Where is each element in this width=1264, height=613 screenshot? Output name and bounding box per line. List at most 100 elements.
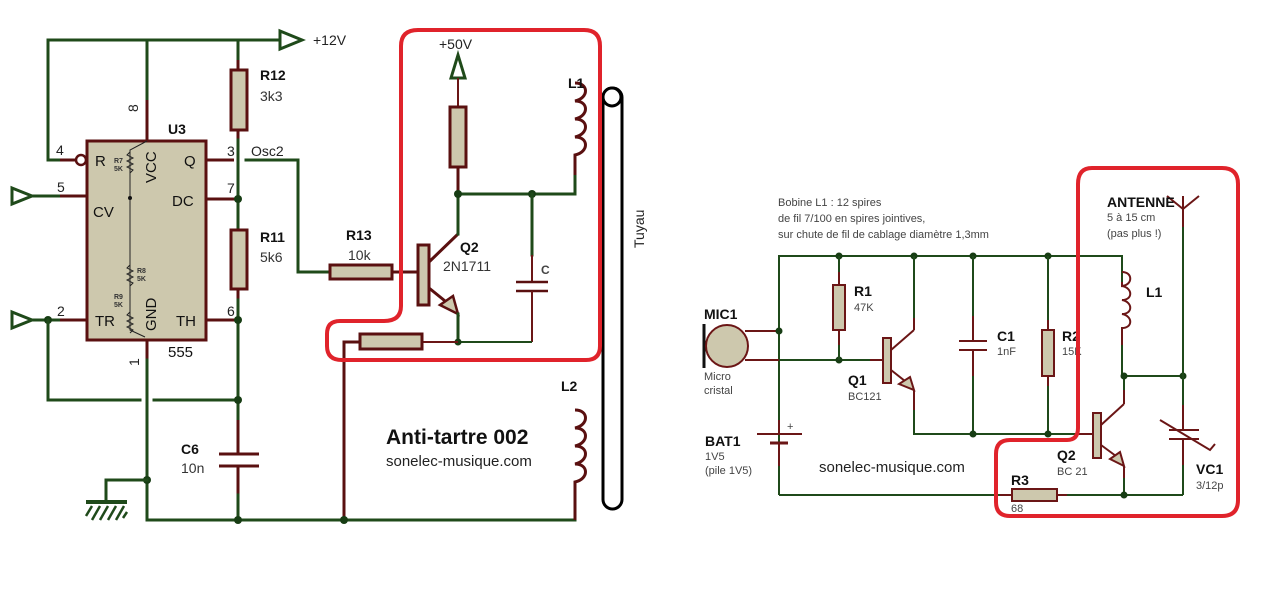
highlight-box-left <box>325 28 602 362</box>
coil-note-line-2: de fil 7/100 en spires jointives, <box>778 213 925 225</box>
junction <box>1044 430 1052 438</box>
r9-val: 5K <box>114 302 123 309</box>
q2-base-bar <box>1092 412 1102 459</box>
u3-type: 555 <box>168 344 193 361</box>
coil-note-line-1: Bobine L1 : 12 spires <box>778 197 882 209</box>
tr-input-arrow-icon <box>10 309 37 331</box>
r9-ref: R9 <box>114 294 123 301</box>
r1-value: 47K <box>854 302 874 314</box>
supply-50v-label: +50V <box>439 36 473 52</box>
wire-tr-th <box>46 318 142 402</box>
antenna-ref: ANTENNE <box>1107 194 1175 210</box>
q2-value: 2N1711 <box>443 258 491 274</box>
r-emitter-body <box>358 332 424 351</box>
junction <box>340 516 348 524</box>
pin-number-7: 7 <box>227 180 235 196</box>
wire-top-rail-right <box>778 255 1123 495</box>
q2-collector <box>427 232 460 264</box>
pin-label-th: TH <box>176 313 196 330</box>
l1-right-ref: L1 <box>1146 284 1163 300</box>
q2-emitter-arrow-icon <box>1108 450 1126 468</box>
q2-ref: Q2 <box>460 239 479 255</box>
left-title: Anti-tartre 002 <box>386 426 528 449</box>
r8-ref: R8 <box>137 268 146 275</box>
vc1-variable-arrow-icon <box>1159 419 1216 452</box>
r7-ref: R7 <box>114 158 123 165</box>
mic1-desc-1: Micro <box>704 371 731 383</box>
pin-number-1: 1 <box>126 358 142 366</box>
r9-icon <box>125 311 135 334</box>
r3-value: 68 <box>1011 503 1023 515</box>
supply-12v-arrow-icon <box>278 28 306 52</box>
r2-ref: R2 <box>1062 328 1080 344</box>
r1-ref: R1 <box>854 283 872 299</box>
pin-label-gnd: GND <box>143 298 160 332</box>
vc1-ref: VC1 <box>1196 461 1223 477</box>
supply-12v-label: +12V <box>313 32 347 48</box>
net-label-osc2: Osc2 <box>251 143 284 159</box>
mic1-ref: MIC1 <box>704 306 738 322</box>
wire-ground <box>145 358 577 522</box>
q2-ref-right: Q2 <box>1057 447 1076 463</box>
supply-50v-arrow-icon <box>448 49 468 80</box>
junction <box>234 516 242 524</box>
r1-body <box>832 284 846 331</box>
c6-ref: C6 <box>181 441 199 457</box>
r8-icon <box>125 264 135 287</box>
bat1-desc: (pile 1V5) <box>705 465 752 477</box>
pin-number-5: 5 <box>57 179 65 195</box>
l1-right-coil <box>1121 271 1132 330</box>
ground-icon <box>84 505 129 521</box>
r11-value: 5k6 <box>260 249 283 265</box>
q2-base-bar <box>416 243 431 307</box>
bat1-ref: BAT1 <box>705 433 741 449</box>
bat1-plus: + <box>787 421 793 433</box>
r13-ref: R13 <box>346 227 372 243</box>
antenna-desc-2: (pas plus !) <box>1107 228 1161 240</box>
pin-label-tr: TR <box>95 313 115 330</box>
u3-555-body <box>85 139 208 342</box>
u3-ref: U3 <box>168 121 186 137</box>
r12-body <box>229 68 249 132</box>
l1-coil <box>573 81 587 175</box>
wire-top-rail <box>46 38 282 162</box>
coil-note-line-3: sur chute de fil de cablage diamètre 1,3… <box>778 229 989 241</box>
mic1-desc-2: cristal <box>704 385 733 397</box>
pin-label-dc: DC <box>172 193 194 210</box>
r3-body <box>1011 488 1058 502</box>
c1-value: 1nF <box>997 346 1016 358</box>
pin-number-8: 8 <box>125 104 141 112</box>
wire-l1 <box>456 173 577 196</box>
cv-input-arrow-icon <box>10 185 37 207</box>
junction <box>234 396 242 404</box>
l1-ref: L1 <box>568 75 585 91</box>
pin-number-4: 4 <box>56 142 64 158</box>
pipe-tuyau <box>601 86 624 511</box>
wire <box>342 340 360 370</box>
r11-ref: R11 <box>260 229 285 245</box>
mic1-icon <box>705 324 749 368</box>
junction <box>969 430 977 438</box>
right-website: sonelec-musique.com <box>819 459 965 476</box>
vc1-value: 3/12p <box>1196 480 1224 492</box>
wire-ground-symbol <box>104 478 149 502</box>
q1-emitter-arrow-icon <box>896 375 916 392</box>
junction <box>1120 491 1128 499</box>
pin-label-q: Q <box>184 153 196 170</box>
pipe-end-icon <box>601 86 623 108</box>
junction <box>234 316 242 324</box>
cv-node <box>128 196 132 200</box>
c-ref: C <box>541 263 550 277</box>
r-collector-body <box>448 105 468 169</box>
q1-collector <box>890 329 915 351</box>
pin-number-3: 3 <box>227 143 235 159</box>
q2-collector <box>1100 403 1125 426</box>
q1-ref: Q1 <box>848 372 867 388</box>
pin-number-6: 6 <box>227 303 235 319</box>
l2-ref: L2 <box>561 378 578 394</box>
junction <box>454 190 462 198</box>
r2-body <box>1041 329 1055 377</box>
pin-label-vcc: VCC <box>143 151 160 183</box>
right-schematic: Bobine L1 : 12 spires de fil 7/100 en sp… <box>702 166 1240 518</box>
